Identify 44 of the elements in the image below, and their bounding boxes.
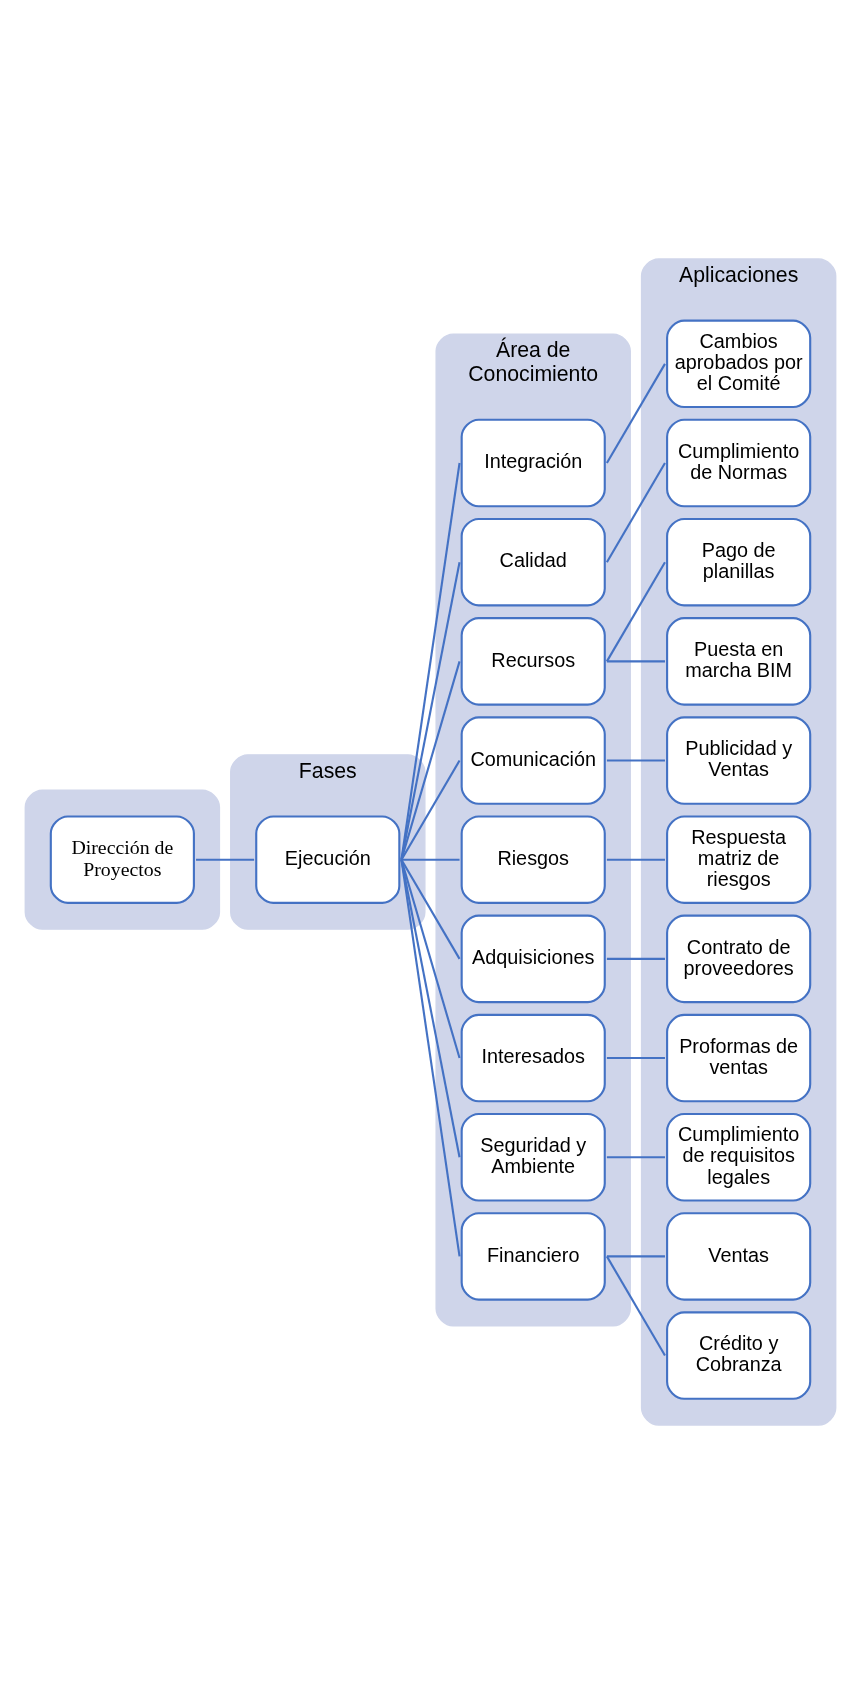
- connector: [400, 759, 461, 860]
- connector: [606, 1056, 665, 1059]
- node-box: Interesados: [460, 1013, 606, 1102]
- connector: [196, 858, 255, 861]
- connector: [401, 858, 460, 861]
- connector: [606, 957, 665, 960]
- connector: [606, 858, 665, 861]
- node-box: Seguridad y Ambiente: [460, 1112, 606, 1201]
- connector: [400, 858, 461, 959]
- node-box: Dirección de Proyectos: [49, 814, 195, 904]
- node-box: Crédito y Cobranza: [666, 1310, 812, 1400]
- connector: [605, 1255, 666, 1356]
- node-box: Integración: [460, 418, 606, 507]
- connector: [606, 1254, 665, 1257]
- connector: [605, 561, 666, 662]
- node-box: Proformas de ventas: [666, 1013, 812, 1102]
- cluster: [24, 789, 221, 930]
- node-box: Ventas: [666, 1211, 812, 1301]
- connector: [606, 758, 665, 762]
- node-box: Cumplimiento de Normas: [666, 418, 812, 507]
- node-box: Pago de planillas: [666, 517, 812, 606]
- node-box: Cumplimiento de requisitos legales: [666, 1112, 812, 1201]
- node-box: Adquisiciones: [460, 914, 606, 1003]
- connector: [400, 660, 461, 860]
- connector: [400, 561, 461, 860]
- node-box: Contrato de proveedores: [666, 914, 812, 1003]
- connector: [400, 859, 461, 1257]
- connector: [605, 362, 666, 464]
- node-box: Recursos: [460, 616, 606, 706]
- node-box: Respuesta matriz de riesgos: [666, 814, 812, 904]
- node-box: Cambios aprobados por el Comité: [666, 319, 812, 408]
- node-box: Puesta en marcha BIM: [666, 616, 812, 706]
- node-box: Comunicación: [460, 715, 606, 805]
- connector: [400, 858, 461, 1058]
- connector: [606, 659, 665, 662]
- node-box: Riesgos: [460, 814, 606, 904]
- connector: [606, 1155, 665, 1158]
- connector: [605, 462, 666, 563]
- node-box: Financiero: [460, 1211, 606, 1301]
- connector: [400, 859, 461, 1157]
- node-box: Publicidad y Ventas: [666, 715, 812, 805]
- node-box: Ejecución: [255, 814, 401, 904]
- connector: [400, 462, 461, 860]
- node-box: Calidad: [460, 517, 606, 606]
